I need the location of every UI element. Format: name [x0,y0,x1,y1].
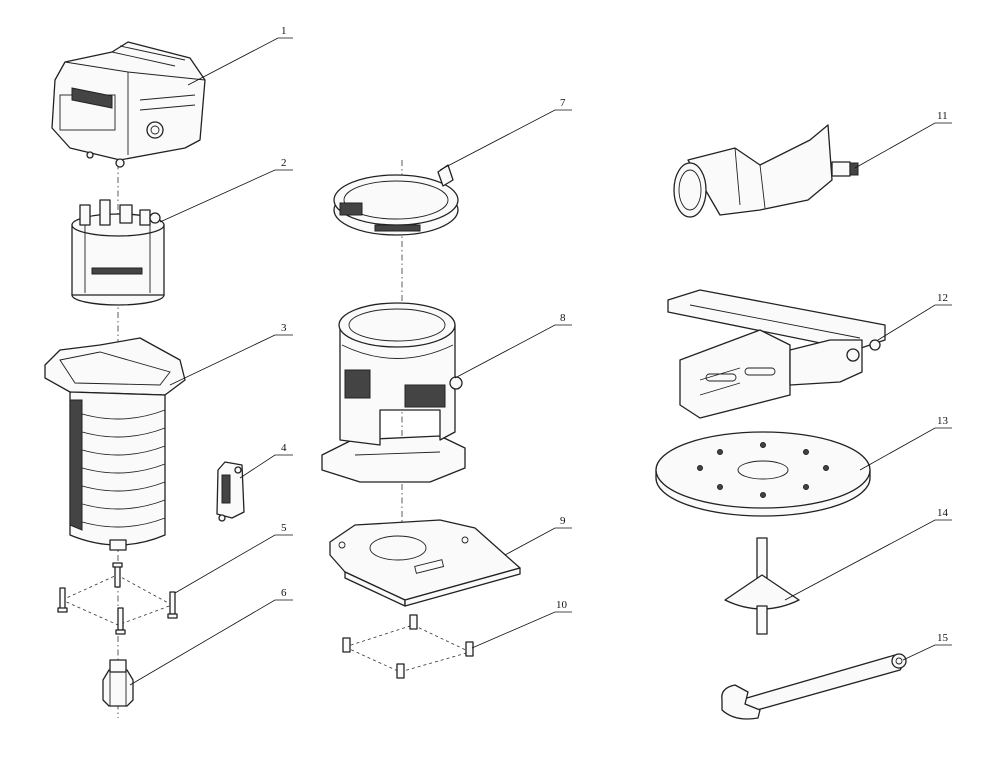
label-part-10: 10 [556,599,568,611]
label-part-4: 4 [281,442,287,454]
label-part-5: 5 [281,522,287,534]
label-part-8: 8 [560,312,566,324]
part-13-round-base-plate-icon [655,431,871,517]
label-part-3: 3 [281,322,287,334]
label-part-14: 14 [937,507,949,519]
part-6-collet-nut-icon [102,659,134,707]
part-7-locking-ring-icon [333,164,459,236]
leader-lines [129,37,952,686]
label-part-9: 9 [560,515,566,527]
part-labels: 1 2 3 4 5 6 7 8 9 10 11 12 13 14 15 [281,25,949,644]
part-5-screws-icon [57,562,178,635]
part-15-wrench-icon [721,653,907,720]
label-part-7: 7 [560,97,566,109]
part-9-sub-base-plate-icon [329,519,521,607]
part-10-base-screws-icon [342,614,474,679]
label-part-11: 11 [937,110,948,122]
part-4-switch-icon [216,461,245,522]
part-3-motor-housing-icon [44,337,186,551]
label-part-12: 12 [937,292,948,304]
part-2-motor-icon [71,199,165,306]
part-12-edge-guide-icon [667,289,886,419]
label-part-15: 15 [937,632,949,644]
label-part-6: 6 [281,587,287,599]
label-part-2: 2 [281,157,287,169]
label-part-1: 1 [281,25,287,37]
part-1-battery-housing-icon [51,41,206,168]
part-14-centering-cone-icon [724,537,800,635]
part-11-dust-adapter-icon [673,124,859,218]
label-part-13: 13 [937,415,949,427]
part-8-fixed-base-icon [321,302,466,483]
